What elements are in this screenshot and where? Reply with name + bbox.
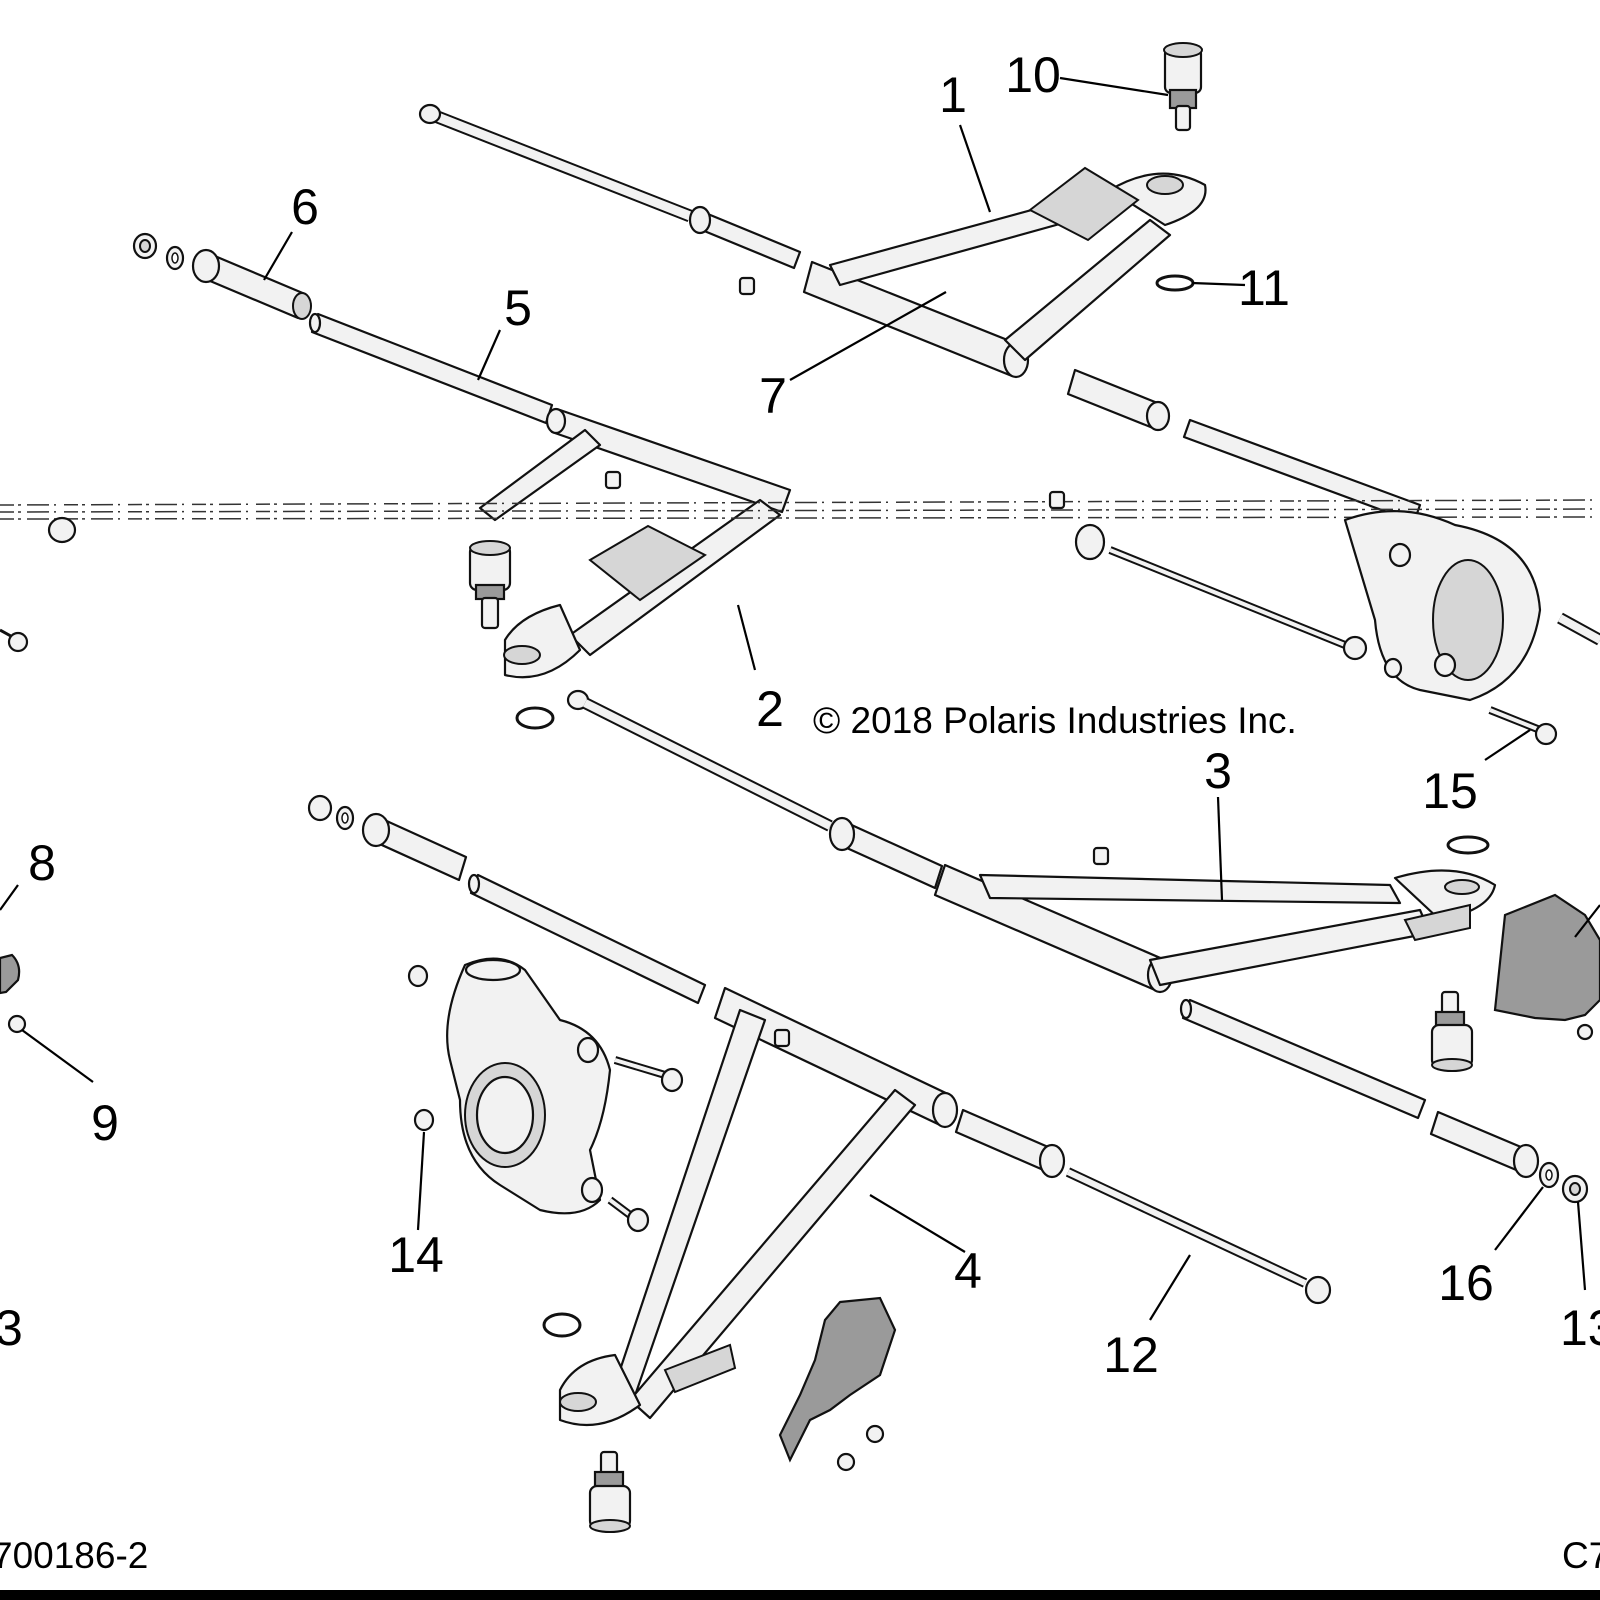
tie-rod-right <box>1074 523 1403 679</box>
bolt-skid-1 <box>865 1424 885 1444</box>
bolt-12 <box>1065 1167 1332 1305</box>
scan-artifact <box>0 499 1600 520</box>
skid-plate-lower <box>778 1296 897 1463</box>
nut-lower-left <box>307 794 333 822</box>
snap-ring-arm-3 <box>1446 835 1490 855</box>
pin-lower-left <box>467 873 707 1005</box>
washer-lower-left <box>335 805 355 831</box>
callout-6: 6 <box>291 179 319 235</box>
callout-5: 5 <box>504 280 532 336</box>
leader-lines <box>0 76 1600 1321</box>
nut-14 <box>413 1108 435 1132</box>
callout-3-partial: 3 <box>0 1300 23 1356</box>
upper-rear-pin <box>1182 418 1422 524</box>
callout-9: 9 <box>91 1095 119 1151</box>
grease-fitting-a-arm-2 <box>604 470 622 490</box>
bolt-knuckle-upper <box>613 1056 684 1093</box>
ball-joint-lower <box>588 1450 632 1533</box>
bushing-arm-3 <box>828 816 944 890</box>
a-arm-4 <box>558 986 959 1427</box>
washer-left-upper <box>165 245 185 271</box>
pin-right-edge <box>1557 612 1600 646</box>
nut-left-mid <box>47 516 77 544</box>
bolt-skid-2 <box>836 1452 856 1472</box>
a-arm-2 <box>478 407 792 679</box>
nut-13 <box>1561 1174 1589 1204</box>
callout-7: 7 <box>759 368 787 424</box>
lower-long-bolt-upper <box>566 689 833 832</box>
copyright-text: © 2018 Polaris Industries Inc. <box>813 700 1297 741</box>
nut-left-upper <box>132 232 158 260</box>
callout-1: 1 <box>939 67 967 123</box>
callout-2: 2 <box>756 681 784 737</box>
bolt-9 <box>7 1014 27 1034</box>
upper-long-bolt <box>418 103 693 223</box>
bushing-16 <box>1429 1110 1540 1179</box>
callout-11: 11 <box>1238 260 1290 316</box>
small-bolt-right <box>1576 1023 1594 1041</box>
callout-13: 13 <box>1560 1300 1600 1356</box>
bolt-knuckle-lower <box>607 1196 650 1233</box>
callout-4: 4 <box>954 1243 982 1299</box>
bottom-border <box>0 1590 1600 1600</box>
a-arm-1 <box>802 166 1207 379</box>
snap-ring-a-arm-2 <box>515 706 555 730</box>
callout-10: 10 <box>1005 47 1061 103</box>
snap-ring-11 <box>1155 274 1195 292</box>
knuckle-left-lower <box>446 957 612 1215</box>
snap-ring-arm-4 <box>542 1312 582 1338</box>
pin-lower-right <box>1179 998 1427 1120</box>
ball-joint-right-lower <box>1430 990 1474 1072</box>
callout-3: 3 <box>1204 743 1232 799</box>
bushing-6 <box>191 248 312 320</box>
upper-bushing-2 <box>1066 368 1171 432</box>
pin-5 <box>308 312 554 425</box>
grease-fitting-arm-4 <box>773 1028 791 1048</box>
bushing-lower-left <box>361 812 468 882</box>
bushing-12 <box>954 1108 1066 1179</box>
ball-joint-10 <box>1163 42 1203 132</box>
a-arm-3 <box>933 863 1497 994</box>
callout-14: 14 <box>388 1227 444 1283</box>
callout-8: 8 <box>28 835 56 891</box>
bolt-left-mid <box>0 628 29 653</box>
callout-16: 16 <box>1438 1255 1494 1311</box>
figure-ref-left: 700186-2 <box>0 1535 148 1576</box>
nut-knuckle-top <box>407 964 429 988</box>
part-8-partial <box>0 953 21 995</box>
bolt-15 <box>1488 706 1558 746</box>
grease-fitting-7 <box>738 276 756 296</box>
grease-fitting-arm-3 <box>1092 846 1110 866</box>
grease-fitting-mid <box>1048 490 1066 510</box>
upper-bushing-1 <box>688 205 802 270</box>
knuckle-right-upper <box>1343 510 1542 702</box>
figure-ref-right: C7 <box>1562 1535 1600 1576</box>
skid-plate-right <box>1493 893 1600 1022</box>
washer-16 <box>1538 1161 1560 1189</box>
callout-12: 12 <box>1103 1327 1159 1383</box>
callout-15: 15 <box>1422 763 1478 819</box>
ball-joint-upper-left <box>468 540 512 630</box>
